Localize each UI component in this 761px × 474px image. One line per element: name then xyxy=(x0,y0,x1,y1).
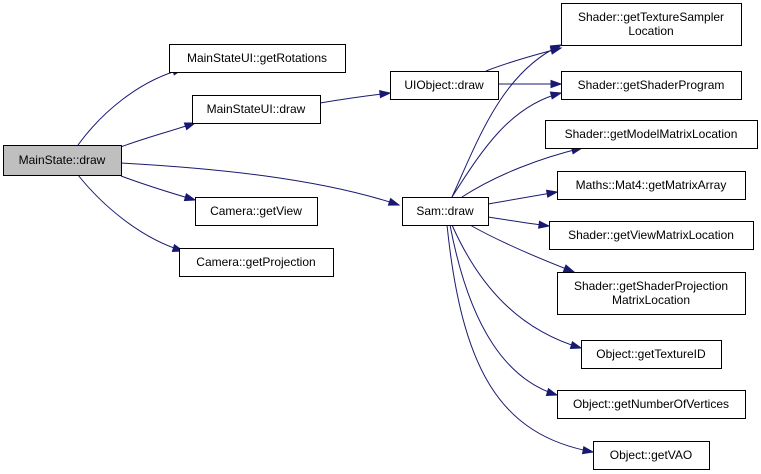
edge-arrowhead xyxy=(569,340,583,350)
node-label: Shader::getShaderProgram xyxy=(578,78,725,92)
edge-line xyxy=(120,162,400,206)
node-label: MainStateUI::getRotations xyxy=(187,51,327,65)
node-box xyxy=(549,221,754,250)
edge-arrowhead xyxy=(549,91,563,100)
node-label: Object::getVAO xyxy=(610,448,692,462)
node-main-state-ui-draw[interactable]: MainStateUI::draw xyxy=(192,95,321,124)
node-maths-mat4-get-matrix-array[interactable]: Maths::Mat4::getMatrixArray xyxy=(557,171,746,200)
node-label: Location xyxy=(628,24,673,38)
node-camera-get-projection[interactable]: Camera::getProjection xyxy=(179,248,334,277)
edge-line xyxy=(77,68,184,146)
node-box xyxy=(557,272,746,315)
edge-arrowhead xyxy=(545,387,559,396)
edge-line xyxy=(120,175,196,201)
edge-arrowhead xyxy=(581,445,595,455)
edge-sam-draw-to-shader-get-shader-program xyxy=(451,91,563,198)
node-label: Shader::getModelMatrixLocation xyxy=(565,127,738,141)
call-graph-nodes: MainState::draw MainStateUI::getRotations… xyxy=(3,3,758,470)
edge-main-state-draw-to-sam-draw xyxy=(120,162,401,206)
node-shader-get-view-matrix-location[interactable]: Shader::getViewMatrixLocation xyxy=(549,221,754,250)
edge-line xyxy=(461,147,583,198)
edge-line xyxy=(117,122,196,149)
node-label: Shader::getTextureSampler xyxy=(578,10,724,24)
node-box xyxy=(593,441,710,470)
node-box xyxy=(557,390,746,419)
edge-line xyxy=(449,224,558,396)
edge-line xyxy=(451,224,582,349)
edge-arrowhead xyxy=(545,189,559,198)
edge-main-state-ui-draw-to-ui-object-draw xyxy=(319,90,392,104)
node-box xyxy=(179,248,334,277)
edge-main-state-draw-to-main-state-ui-get-rotations xyxy=(77,67,185,146)
node-label: UIObject::draw xyxy=(404,78,484,92)
node-box xyxy=(195,197,318,226)
edge-sam-draw-to-object-get-texture-id xyxy=(451,224,583,350)
node-label: Camera::getView xyxy=(210,204,302,218)
node-camera-get-view[interactable]: Camera::getView xyxy=(195,197,318,226)
edge-main-state-draw-to-camera-get-projection xyxy=(77,174,185,252)
node-box xyxy=(545,120,758,149)
edge-arrowhead xyxy=(183,193,197,202)
edge-line xyxy=(77,174,184,252)
edge-main-state-draw-to-camera-get-view xyxy=(120,175,197,202)
node-label: MainStateUI::draw xyxy=(207,102,306,116)
node-label: Object::getNumberOfVertices xyxy=(573,397,729,411)
edge-arrowhead xyxy=(550,79,563,89)
edge-line xyxy=(469,224,575,273)
node-box xyxy=(561,71,742,100)
node-shader-get-shader-projection-matrix-location[interactable]: Shader::getShaderProjectionMatrixLocatio… xyxy=(557,272,746,315)
edge-sam-draw-to-object-get-vao xyxy=(446,224,595,455)
node-sam-draw[interactable]: Sam::draw xyxy=(402,197,489,226)
node-box xyxy=(557,171,746,200)
node-box xyxy=(402,197,489,226)
edge-line xyxy=(319,92,391,104)
node-label: MatrixLocation xyxy=(612,293,690,307)
edge-line xyxy=(446,224,594,453)
edge-arrowhead xyxy=(183,122,197,131)
node-object-get-texture-id[interactable]: Object::getTextureID xyxy=(581,340,722,369)
edge-sam-draw-to-shader-get-view-matrix-location xyxy=(487,216,551,229)
node-shader-get-model-matrix-location[interactable]: Shader::getModelMatrixLocation xyxy=(545,120,758,149)
node-box xyxy=(581,340,722,369)
node-shader-get-shader-program[interactable]: Shader::getShaderProgram xyxy=(561,71,742,100)
edge-line xyxy=(451,92,562,198)
edge-sam-draw-to-maths-mat4-get-matrix-array xyxy=(487,189,559,205)
node-label: Shader::getShaderProjection xyxy=(574,279,728,293)
edge-arrowhead xyxy=(549,44,563,54)
edge-main-state-draw-to-main-state-ui-draw xyxy=(117,122,197,149)
edge-arrowhead xyxy=(538,220,551,229)
edge-sam-draw-to-shader-get-shader-projection-matrix-location xyxy=(469,224,576,273)
edge-line xyxy=(451,44,562,198)
node-box xyxy=(192,95,321,124)
edge-line xyxy=(487,191,558,205)
node-main-state-draw[interactable]: MainState::draw xyxy=(3,145,122,176)
node-label: MainState::draw xyxy=(19,153,106,167)
node-label: Maths::Mat4::getMatrixArray xyxy=(576,178,727,192)
node-box xyxy=(3,145,122,176)
node-box xyxy=(561,3,742,46)
node-main-state-ui-get-rotations[interactable]: MainStateUI::getRotations xyxy=(169,44,346,73)
edge-arrowhead xyxy=(387,197,401,206)
node-label: Camera::getProjection xyxy=(196,255,315,269)
node-object-get-number-of-vertices[interactable]: Object::getNumberOfVertices xyxy=(557,390,746,419)
node-box xyxy=(390,71,499,100)
edge-ui-object-draw-to-shader-get-shader-program xyxy=(498,79,563,89)
edge-sam-draw-to-object-get-number-of-vertices xyxy=(449,224,559,396)
node-label: Shader::getViewMatrixLocation xyxy=(568,228,734,242)
node-object-get-vao[interactable]: Object::getVAO xyxy=(593,441,710,470)
node-box xyxy=(169,44,346,73)
edge-arrowhead xyxy=(562,264,576,273)
edge-arrowhead xyxy=(379,90,392,99)
edge-sam-draw-to-shader-get-texture-sampler-location xyxy=(451,44,563,198)
node-ui-object-draw[interactable]: UIObject::draw xyxy=(390,71,499,100)
node-label: Sam::draw xyxy=(416,204,474,218)
call-graph-edges xyxy=(77,44,595,455)
node-label: Object::getTextureID xyxy=(596,347,706,361)
